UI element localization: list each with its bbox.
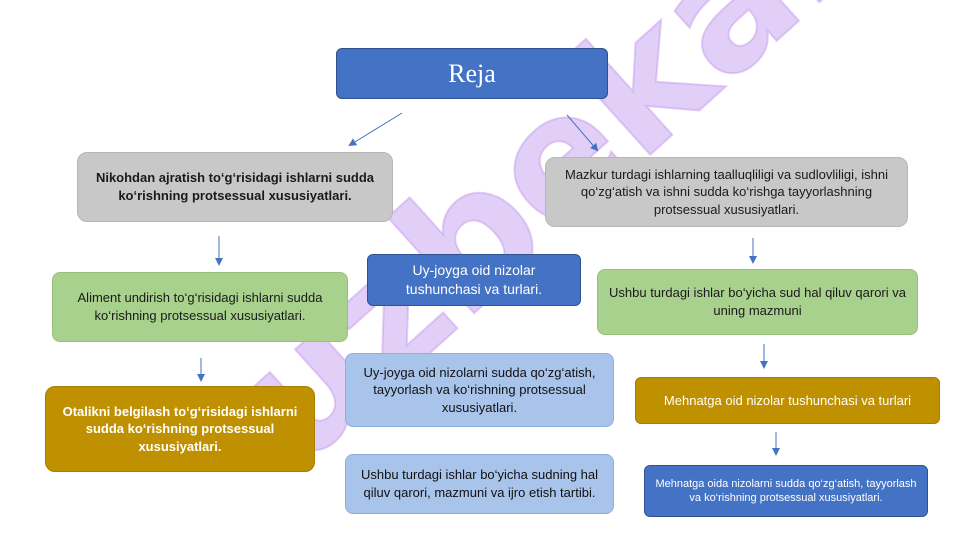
node-labor-procedure: Mehnatga oida nizolarni sudda qo‘zg‘atis… [644,465,928,517]
node-divorce-cases: Nikohdan ajratish to‘g‘risidagi ishlarni… [77,152,393,222]
node-labor-disputes: Mehnatga oid nizolar tushunchasi va turl… [635,377,940,424]
node-alimony-cases: Aliment undirish to‘g‘risidagi ishlarni … [52,272,348,342]
node-housing-disputes: Uy-joyga oid nizolar tushunchasi va turl… [367,254,581,306]
page-title: Reja [336,48,608,99]
node-paternity-cases: Otalikni belgilash to‘g‘risidagi ishlarn… [45,386,315,472]
node-jurisdiction-preparation: Mazkur turdagi ishlarning taalluqliligi … [545,157,908,227]
arrow-title-left [348,112,403,147]
node-court-decision-content: Ushbu turdagi ishlar bo‘yicha sud hal qi… [597,269,918,335]
node-housing-procedure: Uy-joyga oid nizolarni sudda qo‘zg‘atish… [345,353,614,427]
node-court-decision-execution: Ushbu turdagi ishlar bo‘yicha sudning ha… [345,454,614,514]
arrow-title-right [566,114,599,152]
